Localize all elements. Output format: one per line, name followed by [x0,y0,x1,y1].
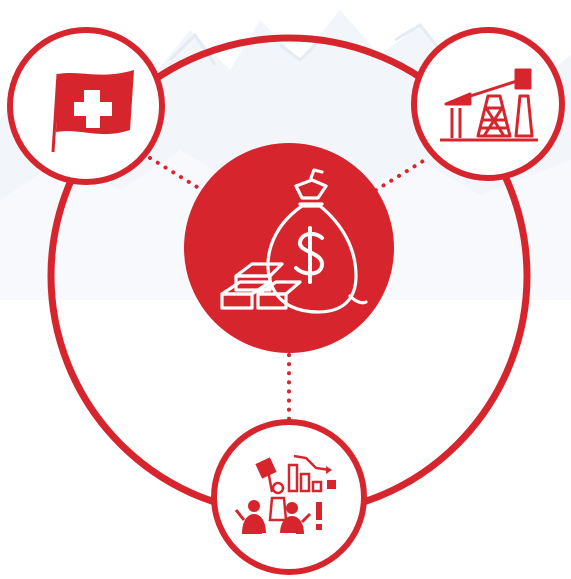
oil-pump-derrick-icon [440,68,538,142]
money-bag-gold-bars-icon [220,168,368,314]
bottom-node [211,419,367,575]
swiss-flag-icon [51,70,134,153]
connector-top-right [366,156,430,197]
center-node [184,143,394,353]
connector-top-left [148,156,212,197]
falling-chart-crowd-icon [234,454,336,535]
top-right-node [411,27,565,181]
connectors [148,156,430,422]
top-left-node [7,27,165,185]
